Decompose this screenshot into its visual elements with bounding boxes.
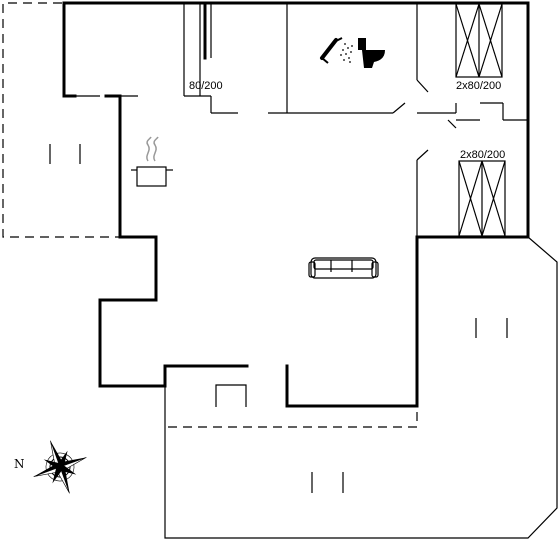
compass-rose-icon [33,440,87,494]
cooking-pot-icon [131,136,173,187]
bed-label-bedroom-top: 80/200 [189,80,223,92]
compass-north-letter: N [14,457,25,471]
interior-walls [64,3,528,237]
wardrobe-mid-right [458,160,506,237]
bed-label-bedroom-right-mid: 2x80/200 [460,149,505,161]
wardrobe-top-right [455,3,503,78]
shower-icon [320,37,353,64]
terrace-right [164,236,558,539]
toilet-icon [358,38,385,68]
terrace-bottom [168,406,418,493]
exterior-walls [62,1,530,408]
entrance-bench [215,384,247,407]
bed-label-bedroom-right-top: 2x80/200 [456,80,501,92]
sofa-icon [308,257,379,279]
terrace-left [2,2,119,238]
